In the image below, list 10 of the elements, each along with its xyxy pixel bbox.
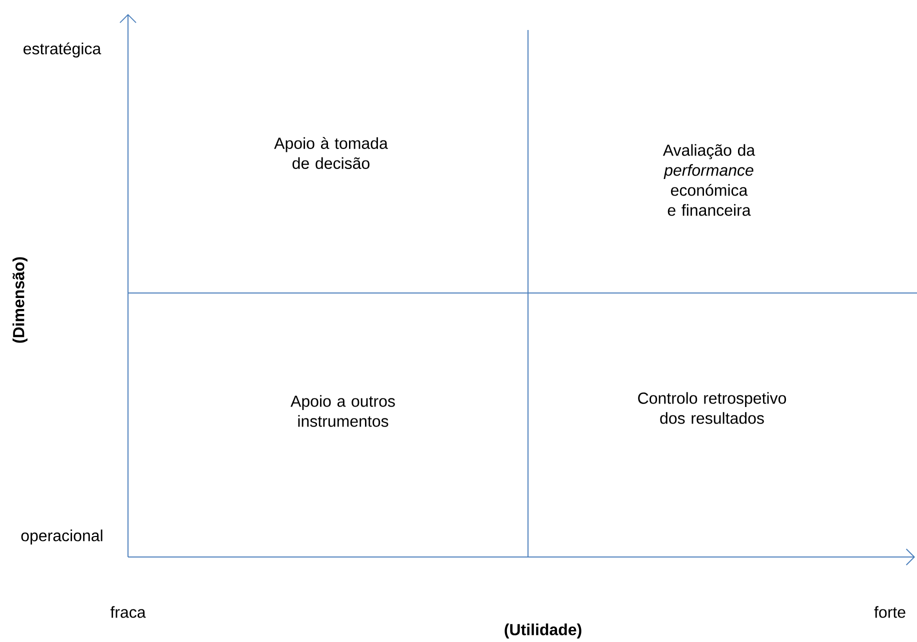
axis-label: forte (874, 606, 906, 618)
axis-label: estratégica (24, 42, 102, 58)
axis-title: (Dimensão) (12, 257, 28, 343)
quadrant-label: Avaliação da performance económica e financeira (662, 144, 756, 216)
axis-title: (Utilidade) (504, 624, 582, 638)
quadrant-label: Apoio a outros instrumentos (290, 395, 395, 427)
quadrant-label: Apoio à tomada de decisão (274, 137, 388, 169)
axis-label: fraca (110, 606, 146, 618)
quadrant-label: Controlo retrospetivo dos resultados (638, 392, 786, 424)
axis-label: operacional (21, 530, 102, 544)
